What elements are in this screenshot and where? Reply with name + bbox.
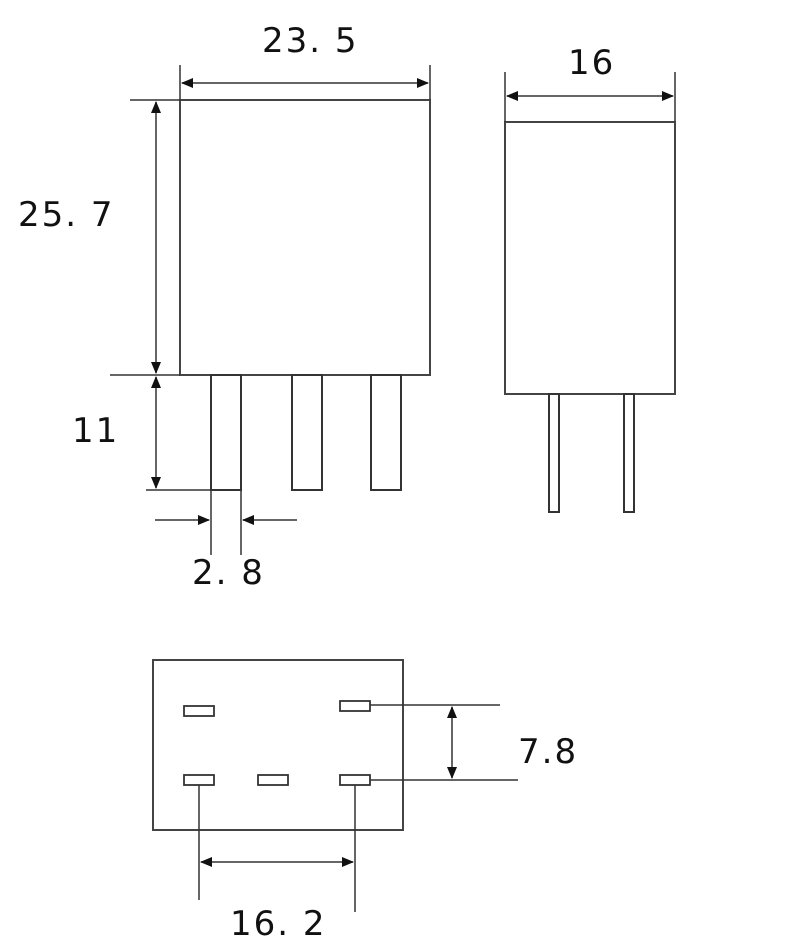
front-width-dimension: 23. 5 xyxy=(179,21,431,100)
bottom-pad-bottom-center xyxy=(257,774,289,786)
bottom-view: 7.8 16. 2 xyxy=(152,659,578,944)
front-height-dimension: 25. 7 xyxy=(18,99,180,376)
side-pin-1 xyxy=(548,393,560,513)
front-pin-1 xyxy=(210,374,242,491)
bottom-pad-top-left xyxy=(183,705,215,717)
front-pin-3 xyxy=(370,374,402,491)
side-depth-dimension: 16 xyxy=(504,43,676,122)
front-view: 23. 5 25. 7 11 2. 8 xyxy=(18,21,431,593)
bottom-body-outline xyxy=(152,659,404,831)
row-spacing-label: 7.8 xyxy=(518,732,578,772)
bottom-pad-bottom-left xyxy=(183,774,215,786)
side-pin-2 xyxy=(623,393,635,513)
pin-spacing-dimension: 16. 2 xyxy=(198,785,356,944)
front-pin-2 xyxy=(291,374,323,491)
pin-length-dimension: 11 xyxy=(72,376,211,491)
pin-width-dimension: 2. 8 xyxy=(155,490,297,593)
pin-length-label: 11 xyxy=(72,411,119,451)
front-height-label: 25. 7 xyxy=(18,195,115,235)
side-body-outline xyxy=(504,121,676,395)
bottom-pad-top-right xyxy=(339,700,371,712)
pin-spacing-label: 16. 2 xyxy=(230,904,327,944)
side-depth-label: 16 xyxy=(568,43,615,83)
row-spacing-dimension: 7.8 xyxy=(370,704,578,781)
bottom-pad-bottom-right xyxy=(339,774,371,786)
front-width-label: 23. 5 xyxy=(262,21,359,61)
side-view: 16 xyxy=(504,43,676,513)
front-body-outline xyxy=(179,99,431,376)
pin-width-label: 2. 8 xyxy=(192,553,265,593)
